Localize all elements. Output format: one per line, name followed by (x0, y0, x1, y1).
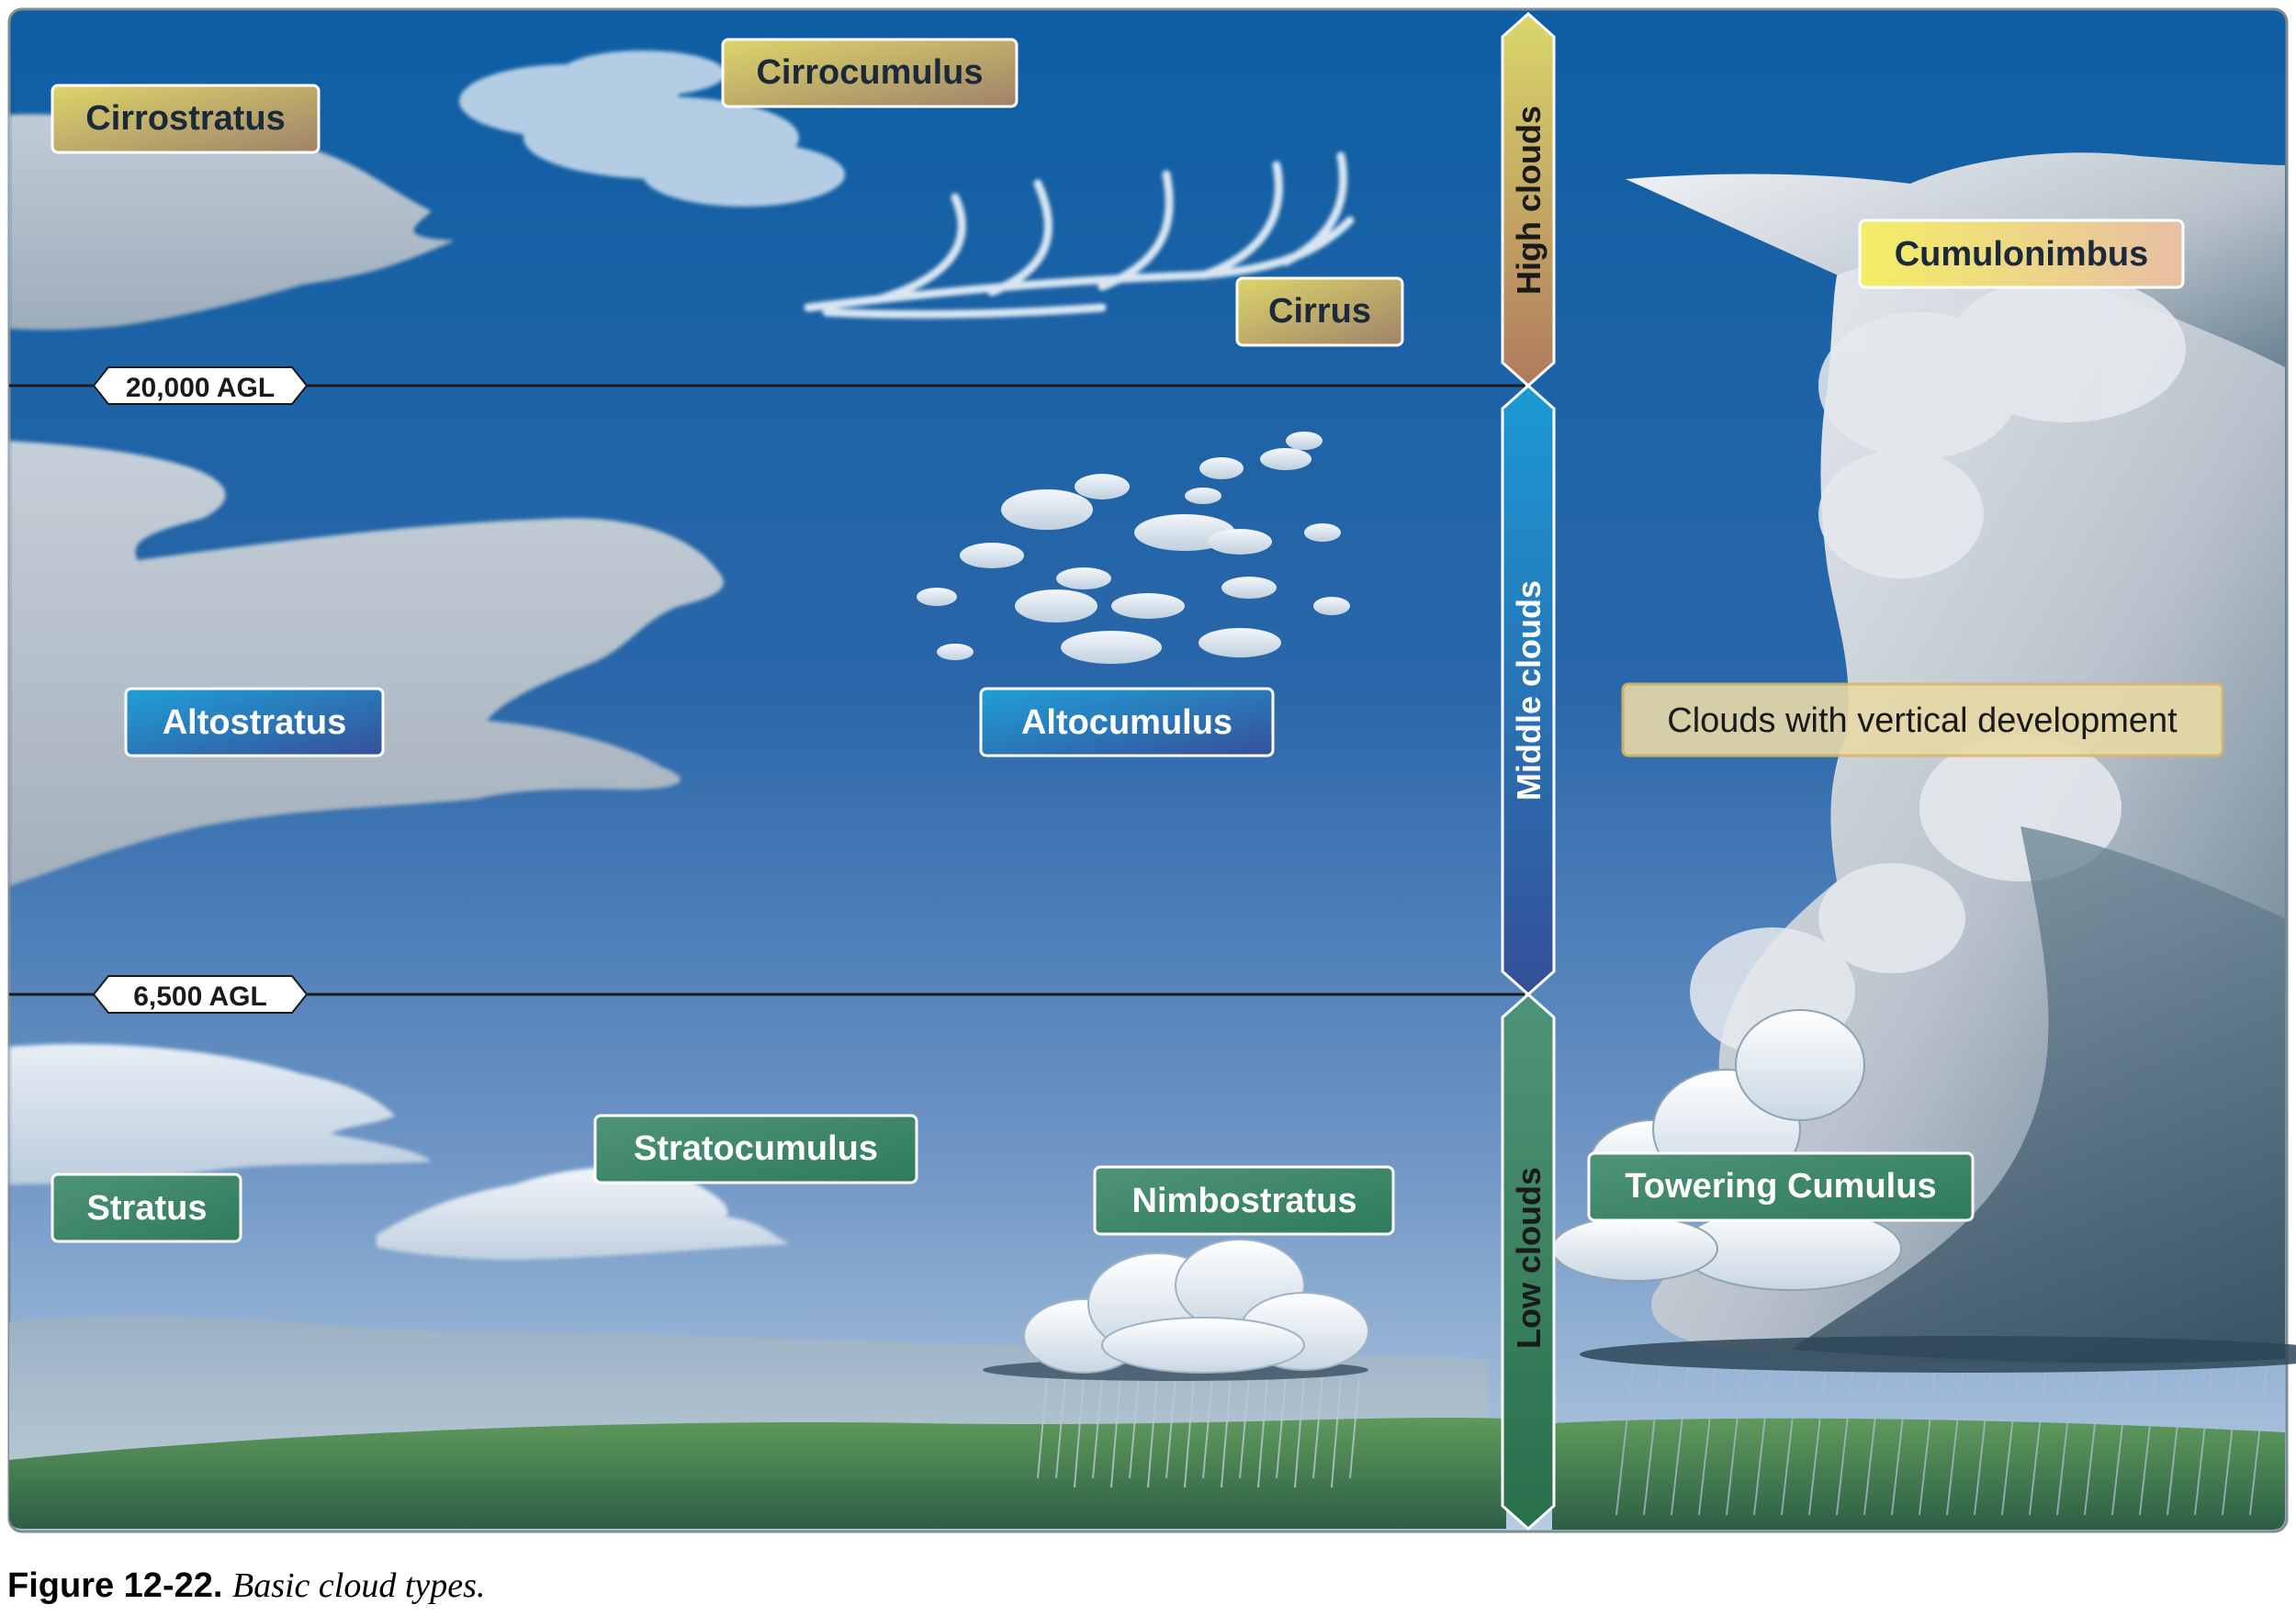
cirrostratus-cloud (9, 114, 455, 331)
ground-right (1552, 1418, 2285, 1530)
altitude-marker-20000-text: 20,000 AGL (126, 373, 275, 403)
label-cirrus: Cirrus (1235, 276, 1404, 347)
label-stratus: Stratus (51, 1173, 242, 1243)
label-cirrostratus-text: Cirrostratus (85, 99, 286, 138)
altocumulus-cloud (917, 432, 1350, 664)
cumulonimbus-rain (1615, 1349, 2269, 1516)
label-cirrostratus: Cirrostratus (51, 84, 321, 154)
label-stratocumulus: Stratocumulus (593, 1114, 918, 1184)
label-stratocumulus-text: Stratocumulus (634, 1129, 878, 1168)
figure-caption-text: Basic cloud types. (231, 1566, 486, 1605)
label-nimbostratus: Nimbostratus (1093, 1165, 1395, 1236)
band-indicator-low: Low clouds (1501, 992, 1556, 1532)
altitude-marker-6500: 6,500 AGL (92, 975, 309, 1014)
label-altocumulus: Altocumulus (979, 687, 1275, 758)
cumulonimbus-cloud (1551, 152, 2296, 1516)
altitude-marker-20000: 20,000 AGL (92, 366, 309, 405)
stratus-cloud (9, 1043, 432, 1184)
label-cirrus-text: Cirrus (1268, 292, 1371, 331)
cirrocumulus-cloud (459, 50, 845, 207)
label-cumulonimbus-text: Cumulonimbus (1895, 235, 2149, 274)
band-label-high: High clouds (1510, 106, 1548, 295)
band-indicator-middle: Middle clouds (1501, 383, 1556, 997)
figure-number: Figure 12-22. (7, 1566, 223, 1605)
nimbostratus-cloud (983, 1239, 1369, 1488)
label-stratus-text: Stratus (87, 1189, 208, 1228)
band-indicator-high: High clouds (1501, 11, 1556, 388)
band-label-low: Low clouds (1510, 1167, 1548, 1349)
altitude-marker-6500-text: 6,500 AGL (133, 982, 267, 1012)
label-altostratus: Altostratus (124, 687, 385, 758)
label-vertical-development: Clouds with vertical development (1621, 682, 2224, 758)
label-nimbostratus-text: Nimbostratus (1132, 1182, 1357, 1220)
nimbostratus-rain (1037, 1376, 1360, 1488)
label-cirrocumulus: Cirrocumulus (721, 38, 1019, 108)
label-towering-cumulus: Towering Cumulus (1587, 1151, 1975, 1222)
band-label-middle: Middle clouds (1510, 580, 1548, 801)
cirrus-cloud (804, 152, 1355, 319)
label-cumulonimbus: Cumulonimbus (1858, 219, 2185, 289)
label-cirrocumulus-text: Cirrocumulus (756, 53, 983, 92)
label-vertical-development-text: Clouds with vertical development (1667, 701, 2178, 740)
label-altostratus-text: Altostratus (163, 703, 347, 742)
label-altocumulus-text: Altocumulus (1021, 703, 1232, 742)
stratocumulus-cloud (377, 1167, 790, 1260)
altostratus-cloud (9, 441, 724, 886)
label-towering-cumulus-text: Towering Cumulus (1625, 1167, 1936, 1206)
figure-caption: Figure 12-22. Basic cloud types. (7, 1566, 485, 1606)
